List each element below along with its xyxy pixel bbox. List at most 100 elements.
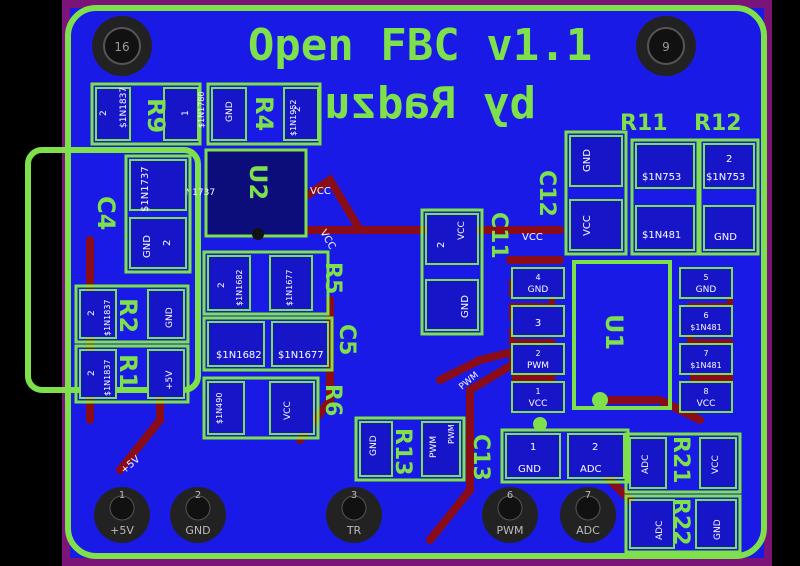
pad-number: 2 [217,282,227,288]
net-label: PWM [447,424,456,444]
pad [207,381,245,435]
pad-label: GND [142,235,153,258]
pad [269,381,315,435]
pad-label: VCC [697,399,716,409]
pad [629,437,667,489]
pad-label: ADC [655,521,665,540]
component-u1: U1 4 GND 3 2 PWM 1 VCC 5 GND 6 $1N481 7 … [511,260,733,431]
pad-label: ADC [580,464,602,475]
connector-pin-1: 1 +5V [94,487,150,543]
component-c11: 2 GND VCC C11 [420,208,511,336]
component-r6: $1N490 VCC R6 [202,376,345,440]
component-r13: GND PWM PWM R13 [354,416,466,482]
pad [79,349,117,399]
net-label: $1N490 [215,393,224,424]
net-label: $1N753 [706,172,745,183]
pad-label: GND [714,232,737,243]
net-label: $1N1737 [140,166,151,212]
designator-c4: C4 [92,196,120,230]
pad-number: 7 [703,349,708,358]
pad [679,267,733,299]
pad [147,349,185,399]
pad [271,321,329,367]
connector-pin-2: 2 GND [170,487,226,543]
net-label: $1N1677 [278,350,324,361]
pad-number: 2 [726,154,732,165]
pad [425,213,479,265]
pad-label: 3 [535,318,541,329]
pad-label: PWM [429,436,439,458]
pad-number: 2 [293,106,303,112]
component-c5: $1N1682 $1N1677 C5 [202,316,359,372]
net-label: VCC [457,221,467,240]
pad [629,499,675,549]
pad [421,421,461,477]
component-r22: ADC GND R22 [624,494,742,554]
pad [635,205,695,251]
designator-r4: R4 [250,96,278,131]
component-r1: 2 $1N1837 +5V R1 [74,344,190,404]
pad-label: GND [713,519,723,540]
net-label: $1N1780 [197,91,206,128]
pad [269,255,313,311]
component-c12: GND VCC C12 [534,130,628,256]
net-label: $1N481 [690,361,721,370]
pad [95,87,131,141]
pin-net: ADC [576,524,600,537]
trace-net-label: VCC [522,232,543,243]
pad-label: VCC [283,401,293,420]
designator-r6: R6 [320,384,345,416]
pad-label: ADC [641,455,651,474]
pad [699,437,737,489]
pad-label: GND [460,295,471,318]
designator-u1: U1 [600,314,628,350]
designator-r11: R11 [620,111,668,136]
pad [679,305,733,337]
board-title-line2: by Radzu [324,78,536,129]
hole-label: 9 [662,40,670,54]
designator-r22: R22 [668,498,693,546]
pad [129,217,187,269]
pin-number: 6 [507,490,513,501]
pad-number: 8 [703,387,708,396]
pad [703,205,755,251]
pad-label: GND [225,101,235,122]
pad-number: 2 [436,242,447,248]
designator-r13: R13 [390,428,415,476]
pad-label: PWM [527,361,549,371]
designator-r9: R9 [142,98,170,133]
net-label: $1N753 [642,172,681,183]
pad [505,433,561,479]
pin-number: 7 [585,490,591,501]
pin-net: +5V [110,524,134,537]
net-label: $1N481 [642,230,681,241]
pad [703,143,755,189]
net-label: $1N1952 [289,99,298,136]
component-c13: 1 GND 2 ADC C13 [468,428,630,484]
net-label: $1N1682 [216,350,262,361]
component-r12: 2 $1N753 GND R12 [694,111,760,256]
designator-c11: C11 [486,212,511,259]
pad [567,433,625,479]
pad-number: 1 [181,110,191,116]
pad-number: 2 [87,310,97,316]
pad [163,87,199,141]
mounting-hole-9: 9 [636,16,696,76]
pad [207,255,251,311]
component-r21: ADC VCC R21 [624,432,742,494]
pad [511,381,565,413]
component-r11: $1N753 $1N481 R11 [620,111,700,256]
pad [569,199,623,251]
net-label: $1N481 [690,323,721,332]
pin-net: TR [346,524,362,537]
pin-number: 3 [351,490,357,501]
net-label: $1N1677 [285,269,294,306]
pad [425,279,479,331]
hole-label: 16 [114,40,129,54]
pad [511,305,565,337]
component-u2: U2 $1N1737 VCC VCC [174,148,337,252]
pad-number: 1 [530,442,536,453]
component-r5: 2 $1N1682 $1N1677 R5 [202,250,345,316]
pad [569,135,623,187]
designator-r21: R21 [668,436,693,484]
